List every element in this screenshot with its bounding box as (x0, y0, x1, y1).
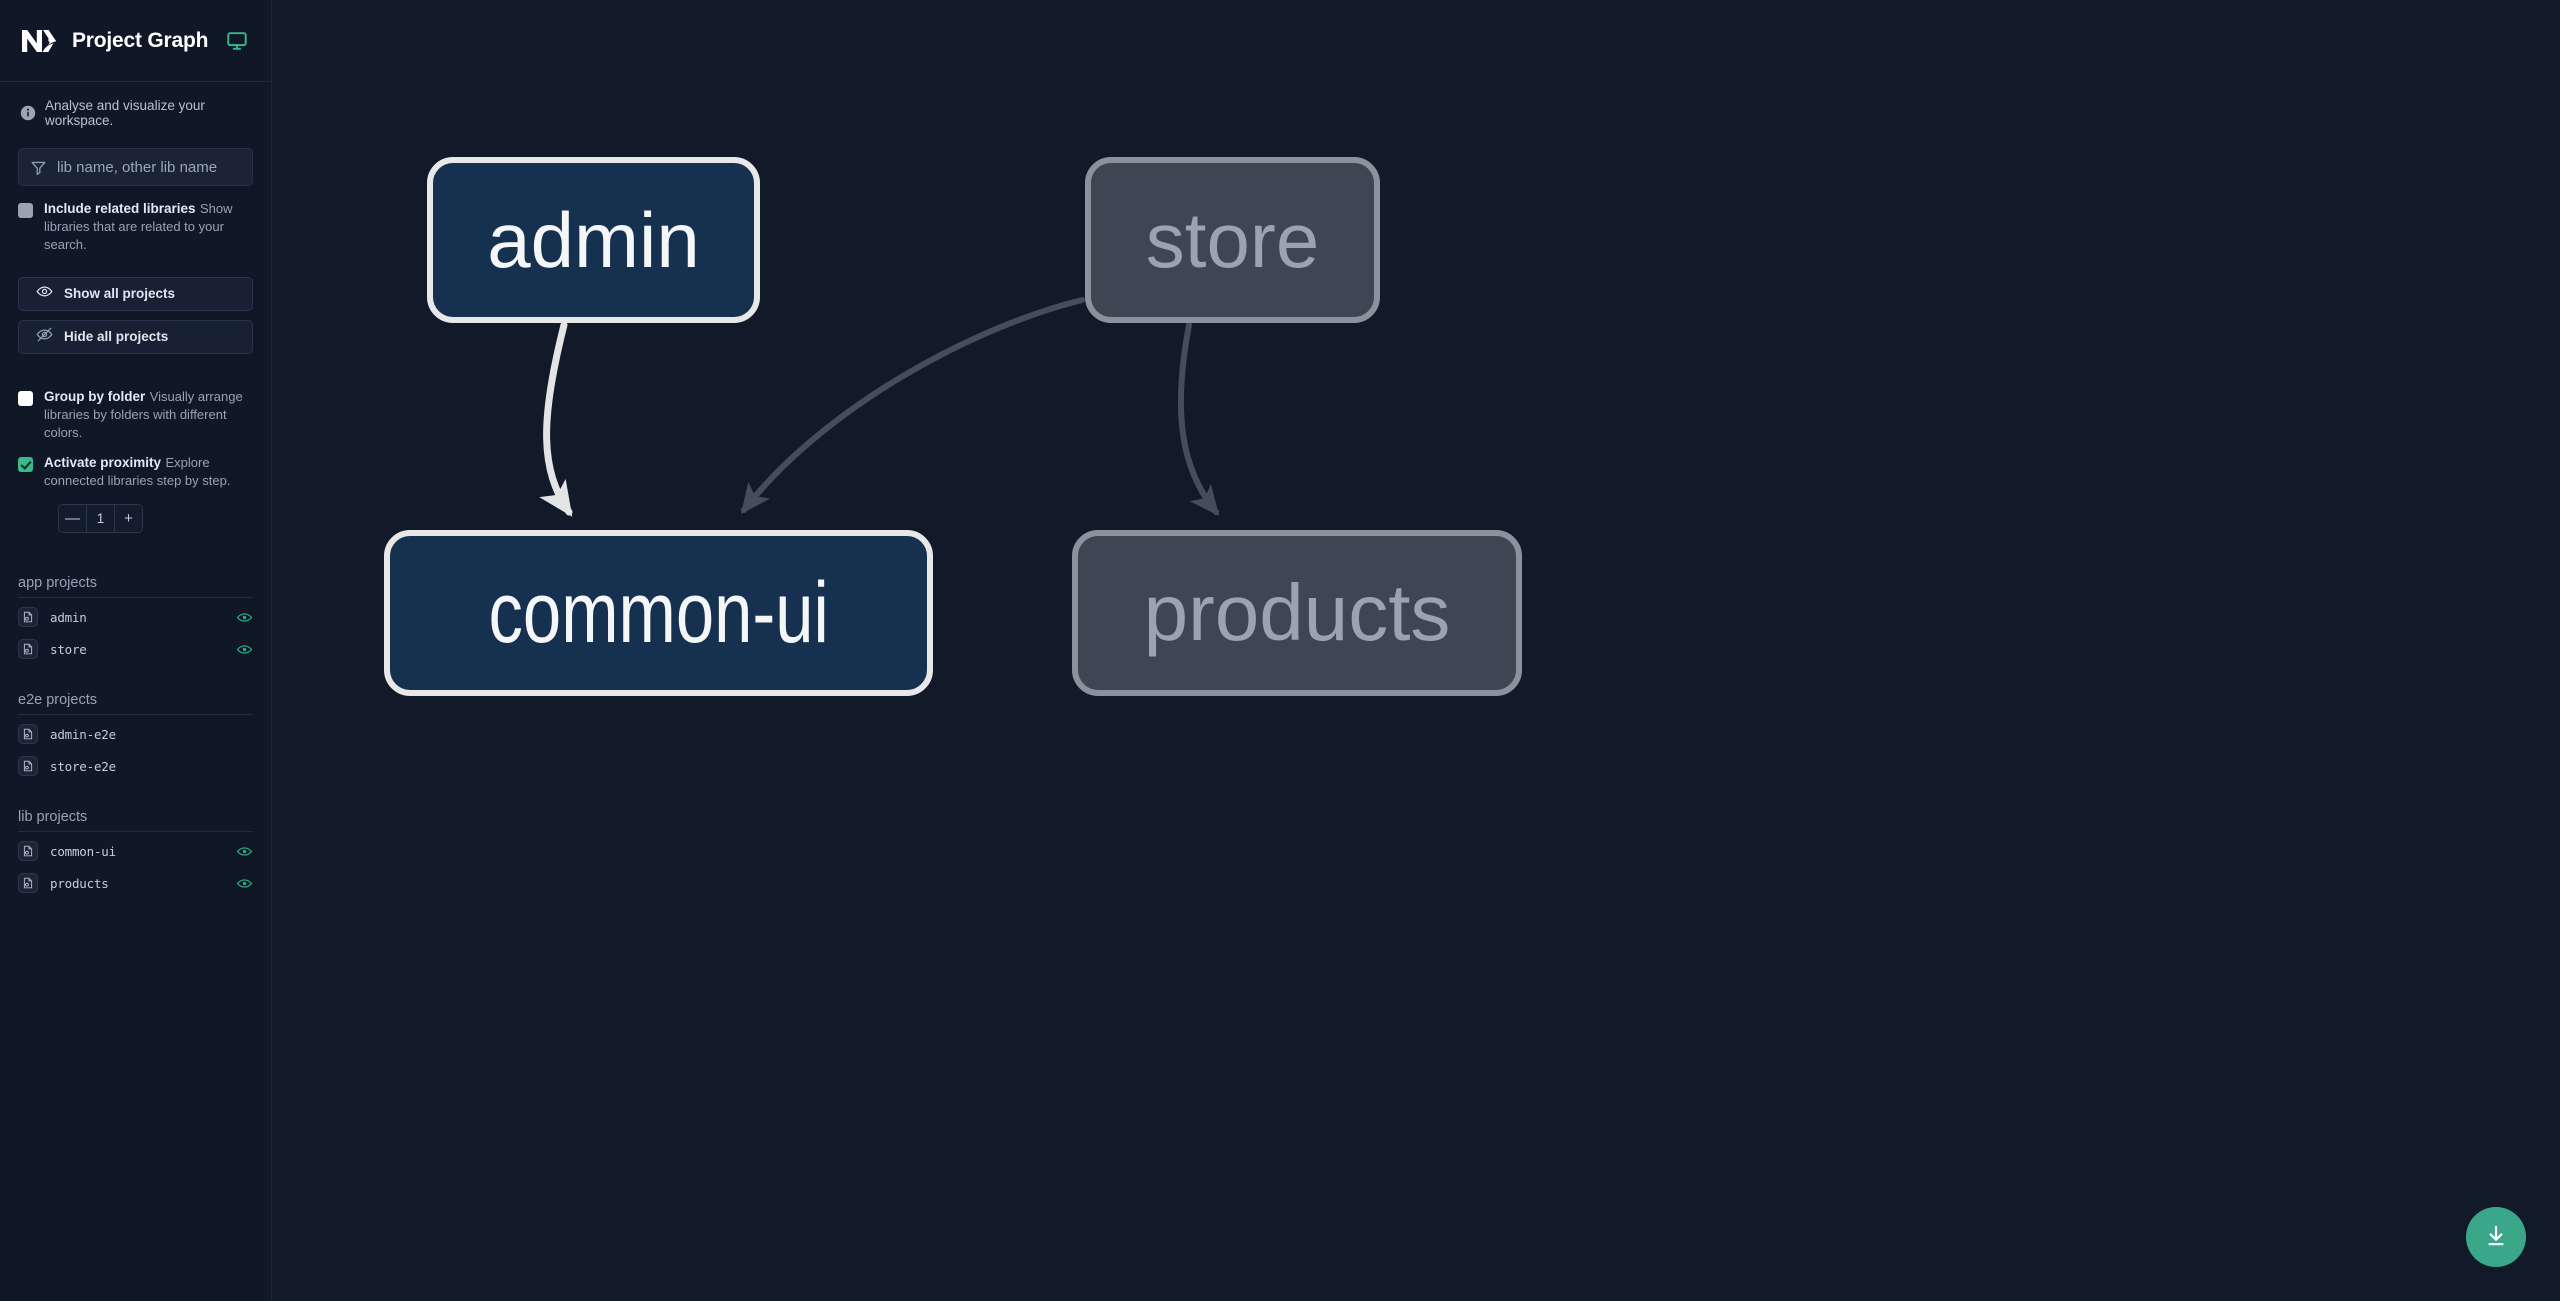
project-list-item[interactable]: common-ui (18, 839, 253, 864)
project-name: products (50, 875, 109, 891)
graph-canvas[interactable]: admin store common-ui products (272, 0, 2560, 1301)
graph-node-products[interactable]: products (1072, 530, 1522, 696)
hide-all-projects-label: Hide all projects (64, 329, 169, 345)
graph-node-common-ui[interactable]: common-ui (384, 530, 933, 696)
proximity-stepper[interactable]: — 1 + (58, 503, 143, 533)
show-all-projects-button[interactable]: Show all projects (18, 276, 253, 311)
eye-open-icon[interactable] (236, 641, 253, 658)
funnel-icon (19, 159, 57, 176)
graph-node-label: products (1143, 568, 1451, 657)
proximity-value: 1 (86, 504, 115, 532)
group-by-folder-checkbox[interactable] (18, 390, 33, 406)
project-file-icon (18, 873, 38, 894)
graph-node-label: common-ui (488, 565, 829, 661)
include-related-checkbox[interactable] (18, 203, 33, 218)
activate-proximity-option[interactable]: Activate proximity Explore connected lib… (0, 442, 271, 490)
eye-icon (36, 283, 53, 305)
hide-all-projects-button[interactable]: Hide all projects (18, 319, 253, 354)
project-file-icon (18, 756, 38, 777)
nx-logo-icon (18, 21, 58, 61)
eye-open-icon[interactable] (236, 875, 253, 892)
eye-open-icon[interactable] (236, 843, 253, 860)
group-by-folder-description: Visually arrange libraries by folders wi… (44, 388, 243, 440)
graph-edges (539, 297, 1220, 517)
proximity-increment-button[interactable]: + (115, 504, 142, 532)
project-section-title: lib projects (18, 809, 253, 832)
sidebar: Project Graph Analyse and visualize your… (0, 0, 272, 1301)
project-list-item[interactable]: products (18, 871, 253, 896)
eye-off-icon (36, 326, 53, 348)
project-list-item[interactable]: admin (18, 605, 253, 630)
app-title: Project Graph (72, 28, 209, 52)
graph-node-label: store (1145, 196, 1320, 284)
project-list-item[interactable]: store (18, 637, 253, 662)
project-hidden-placeholder (236, 758, 253, 775)
search-input[interactable] (57, 158, 266, 176)
project-section: app projects admin store (0, 575, 271, 662)
edge-store-to-products (1177, 322, 1220, 516)
include-related-label: Include related libraries (44, 201, 196, 216)
download-graph-button[interactable] (2466, 1207, 2526, 1267)
sidebar-tagline: Analyse and visualize your workspace. (0, 82, 271, 142)
graph-node-admin[interactable]: admin (427, 157, 760, 323)
include-related-description: Show libraries that are related to your … (44, 201, 233, 253)
project-file-icon (18, 841, 38, 862)
include-related-libraries-option[interactable]: Include related libraries Show libraries… (0, 186, 271, 255)
project-list-item[interactable]: store-e2e (18, 754, 253, 779)
sidebar-header: Project Graph (0, 0, 271, 82)
project-name: store (50, 641, 87, 657)
info-icon (20, 105, 36, 121)
project-hidden-placeholder (236, 726, 253, 743)
group-by-folder-label: Group by folder (44, 388, 146, 404)
graph-node-store[interactable]: store (1085, 157, 1380, 323)
tagline-text: Analyse and visualize your workspace. (45, 98, 205, 128)
project-name: common-ui (50, 843, 116, 859)
project-file-icon (18, 607, 38, 628)
activate-proximity-checkbox[interactable] (18, 457, 33, 473)
download-icon (2483, 1223, 2509, 1252)
monitor-icon[interactable] (226, 30, 248, 52)
project-section-title: app projects (18, 575, 253, 598)
project-file-icon (18, 639, 38, 660)
project-section: e2e projects admin-e2e store-e2e (0, 692, 271, 779)
proximity-decrement-button[interactable]: — (59, 504, 86, 532)
project-name: admin-e2e (50, 726, 116, 742)
project-file-icon (18, 724, 38, 745)
search-box[interactable] (18, 148, 266, 186)
project-section: lib projects common-ui products (0, 809, 271, 896)
activate-proximity-label: Activate proximity (44, 455, 162, 471)
group-by-folder-option[interactable]: Group by folder Visually arrange librari… (0, 374, 271, 443)
edge-store-to-common-ui (740, 297, 1085, 514)
graph-node-label: admin (487, 196, 700, 284)
activate-proximity-description: Explore connected libraries step by step… (44, 455, 231, 489)
edge-admin-to-common-ui (539, 321, 573, 517)
show-all-projects-label: Show all projects (64, 286, 176, 302)
project-list-item[interactable]: admin-e2e (18, 722, 253, 747)
project-name: admin (50, 609, 87, 625)
project-sections: app projects admin store e2e projects admin-… (0, 575, 271, 896)
eye-open-icon[interactable] (236, 609, 253, 626)
project-section-title: e2e projects (18, 692, 253, 715)
project-name: store-e2e (50, 758, 116, 774)
